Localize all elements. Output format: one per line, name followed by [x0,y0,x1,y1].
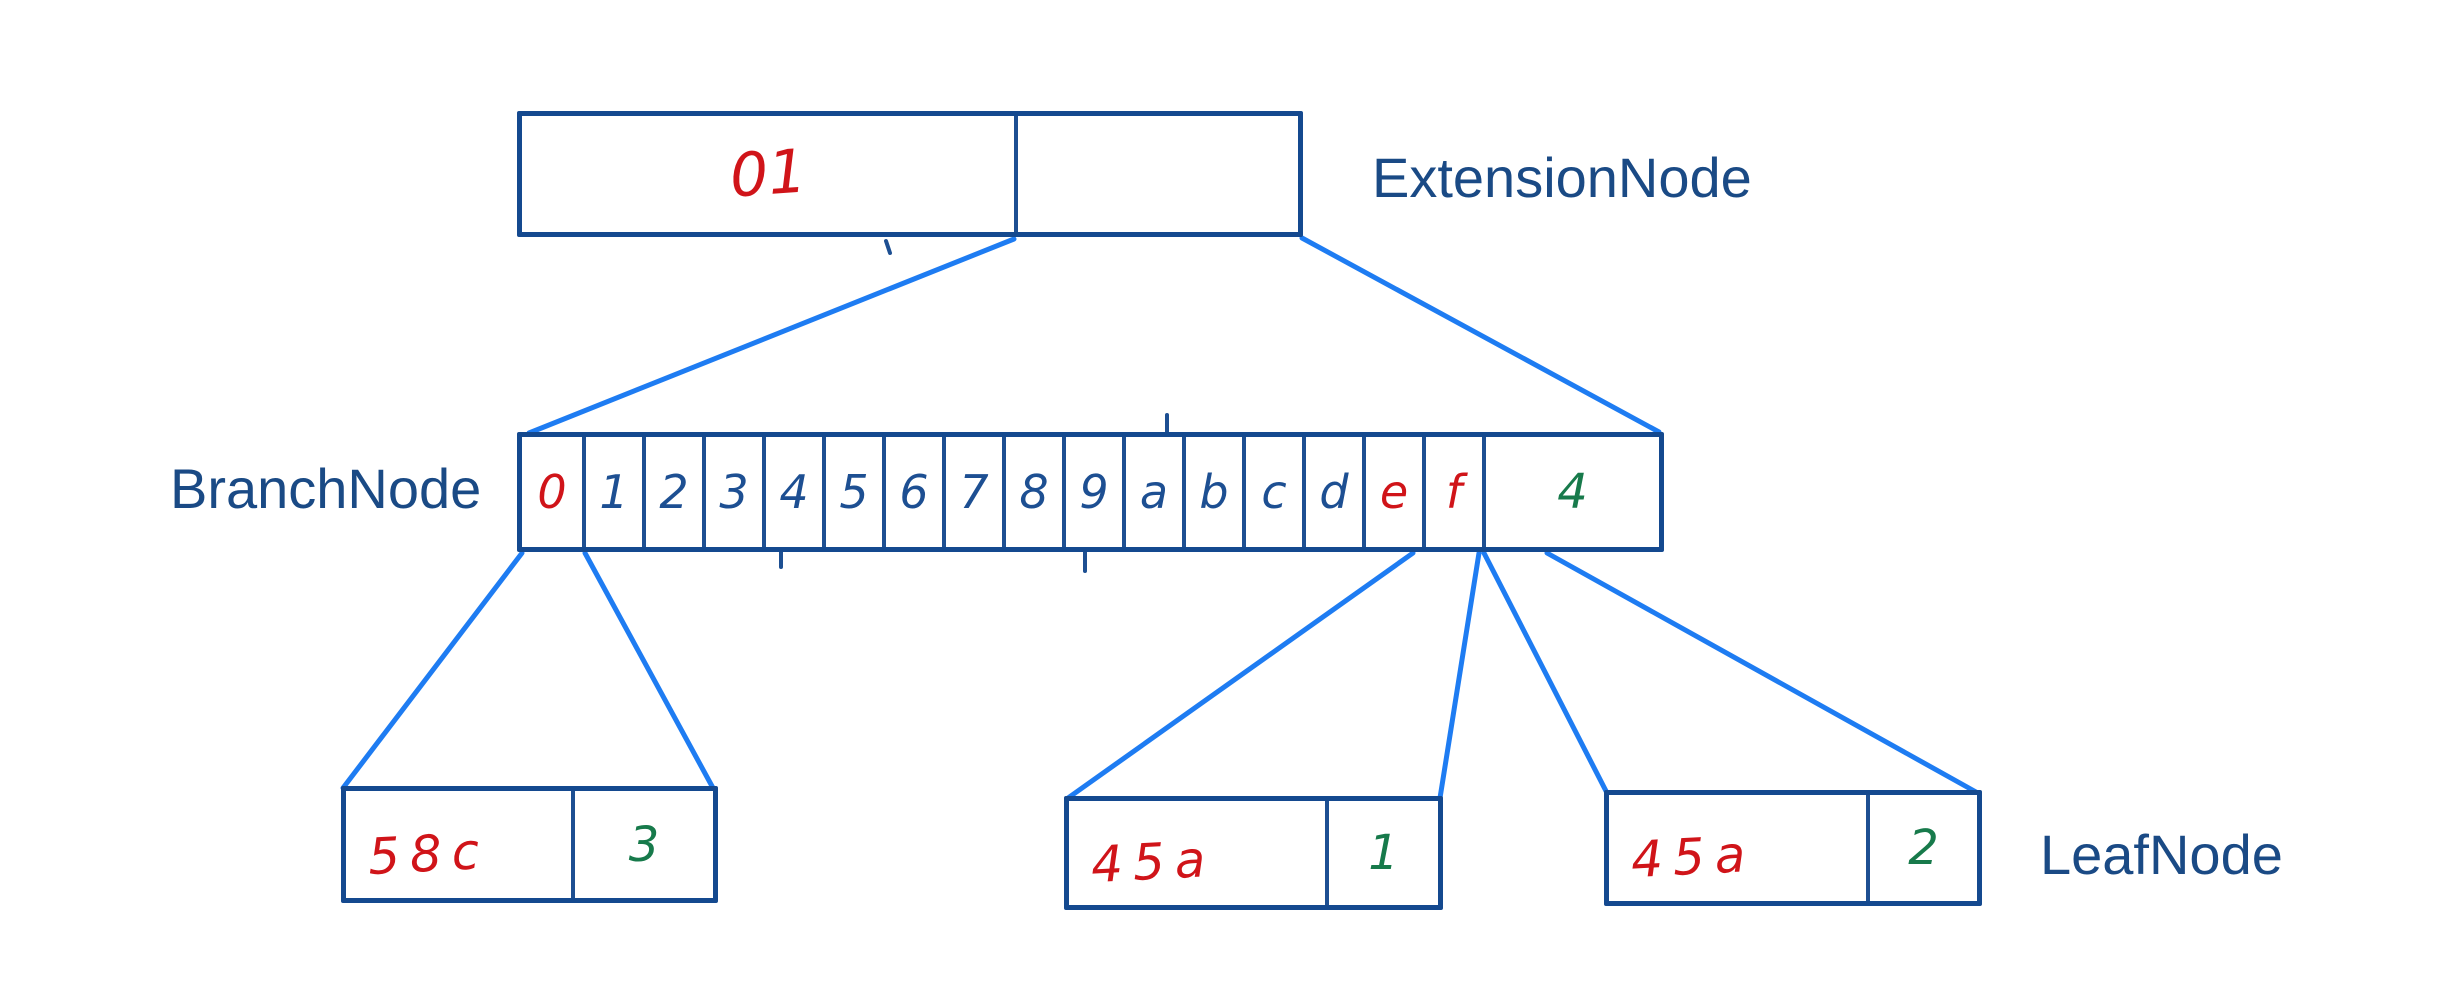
leaf-node-2-key-text: 45a [1089,829,1217,895]
branch-slot-6: 6 [882,437,942,547]
leaf-node-1-box: 58c 3 [341,786,718,903]
branch-slot-0-text: 0 [537,465,567,519]
branch-slot-5: 5 [822,437,882,547]
branch-slot-1-text: 1 [599,465,629,519]
leaf-node-3-value-cell: 2 [1866,795,1977,901]
branch-slot-c-text: c [1261,465,1287,519]
extension-node-key-cell: 01 [522,116,1014,232]
branch-slot-f: f [1422,437,1482,547]
branch-slot-9-text: 9 [1079,465,1109,519]
connector-extension-to-branch-right [1299,235,1662,435]
branch-slot-9: 9 [1062,437,1122,547]
branch-slot-1: 1 [582,437,642,547]
extension-node-ref-cell [1014,116,1298,232]
branch-slot-6-text: 6 [899,465,929,519]
branch-node-box: 0 1 2 3 4 5 6 7 8 9 a b c d e f 4 [517,432,1664,552]
extension-node-key-text: 01 [727,136,809,212]
leaf-node-1-key-cell: 58c [346,791,571,898]
leaf-node-2-key-cell: 45a [1069,801,1325,905]
connector-slot0-to-leaf1-right [582,550,716,791]
branch-slot-8-text: 8 [1019,465,1049,519]
branch-slot-2-text: 2 [659,465,689,519]
connector-slotf-to-leaf3-right [1544,550,1979,795]
leaf-node-2-value-cell: 1 [1325,801,1438,905]
extension-node-box: 01 [517,111,1303,237]
connector-extension-to-branch-left [526,236,1017,436]
leaf-node-3-value-text: 2 [1908,820,1939,876]
leaf-node-2-value-text: 1 [1368,825,1399,881]
leaf-node-3-box: 45a 2 [1604,790,1982,906]
branch-slot-2: 2 [642,437,702,547]
branch-slot-d: d [1302,437,1362,547]
branch-slot-c: c [1242,437,1302,547]
branch-slot-a-text: a [1139,465,1169,519]
branch-slot-0: 0 [522,437,582,547]
branch-slot-e: e [1362,437,1422,547]
branch-slot-7-text: 7 [959,465,989,519]
connector-slot0-to-leaf1-left [340,550,525,791]
branch-slot-3: 3 [702,437,762,547]
branch-slot-8: 8 [1002,437,1062,547]
branch-slot-4: 4 [762,437,822,547]
leaf-node-1-value-cell: 3 [571,791,713,898]
pen-tick-below-extension [884,239,892,255]
branch-slot-4-text: 4 [779,465,809,519]
extension-node-label: ExtensionNode [1372,146,1752,209]
leaf-node-3-key-text: 45a [1629,824,1757,890]
leaf-node-2-box: 45a 1 [1064,796,1443,910]
leaf-node-1-key-text: 58c [366,821,491,886]
branch-slot-d-text: d [1319,465,1349,519]
leaf-node-label: LeafNode [2040,823,2283,886]
leaf-node-1-value-text: 3 [628,816,660,873]
branch-slot-b: b [1182,437,1242,547]
leaf-node-3-key-cell: 45a [1609,795,1866,901]
branch-node-label: BranchNode [170,457,482,520]
connector-slote-to-leaf2-right [1437,550,1482,801]
branch-value-text: 4 [1557,464,1588,520]
branch-slot-b-text: b [1199,465,1229,519]
branch-value-cell: 4 [1482,437,1659,547]
branch-slot-5-text: 5 [839,465,869,519]
branch-slot-e-text: e [1379,465,1409,519]
branch-slot-3-text: 3 [719,465,749,519]
branch-slot-7: 7 [942,437,1002,547]
branch-slot-f-text: f [1445,465,1463,519]
branch-slot-a: a [1122,437,1182,547]
connector-slote-to-leaf2-left [1065,550,1416,801]
connector-slotf-to-leaf3-left [1481,550,1610,796]
